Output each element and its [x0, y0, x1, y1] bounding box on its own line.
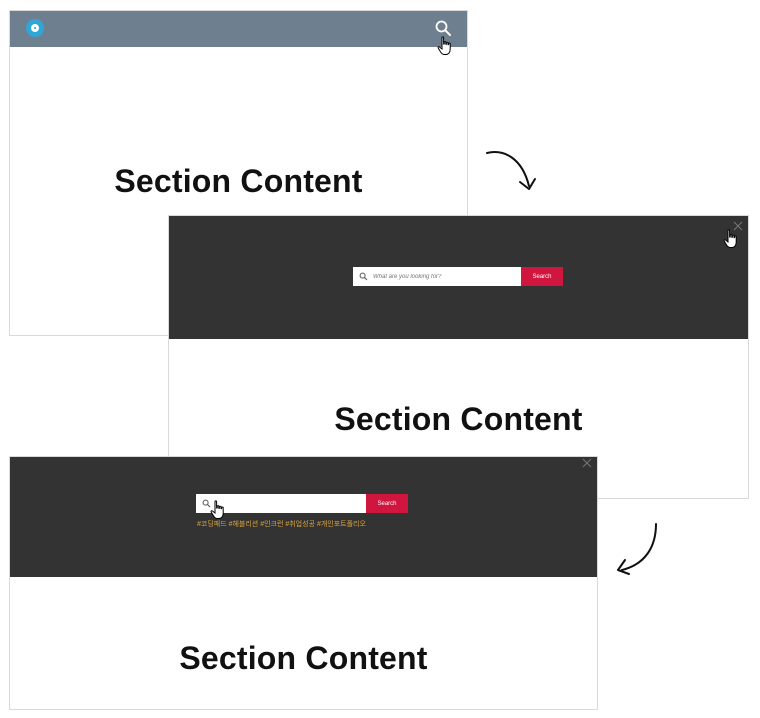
search-overlay: Search #코딩패드 #헤블리션 #인크런 #취업성공 #개인포트폴리오: [10, 457, 597, 577]
search-icon[interactable]: [434, 19, 452, 37]
search-input[interactable]: [373, 267, 519, 286]
search-button[interactable]: Search: [521, 267, 563, 286]
search-icon: [202, 499, 211, 508]
logo-icon[interactable]: [26, 19, 44, 37]
search-input[interactable]: [216, 494, 364, 513]
header-bar: [10, 11, 467, 47]
section-content-title: Section Content: [114, 163, 363, 199]
page-frame-search-open: Search Section Content: [168, 215, 749, 499]
search-overlay: Search: [169, 216, 748, 339]
curved-arrow-icon: [617, 523, 657, 575]
section-content-title: Section Content: [334, 401, 583, 437]
popular-tags[interactable]: #코딩패드 #헤블리션 #인크런 #취업성공 #개인포트폴리오: [197, 521, 366, 528]
close-icon[interactable]: [733, 221, 743, 231]
section-content-title: Section Content: [179, 640, 428, 676]
search-bar: Search: [353, 267, 563, 286]
search-box[interactable]: [353, 267, 521, 286]
hand-pointer-icon: [723, 229, 737, 248]
page-frame-search-typing: Search #코딩패드 #헤블리션 #인크런 #취업성공 #개인포트폴리오 S…: [9, 456, 598, 710]
close-icon[interactable]: [582, 458, 592, 468]
hand-pointer-icon: [210, 500, 224, 519]
search-box[interactable]: [196, 494, 366, 513]
search-icon: [359, 272, 368, 281]
hand-pointer-icon: [437, 36, 451, 55]
search-button[interactable]: Search: [366, 494, 408, 513]
search-bar: Search: [196, 494, 408, 513]
curved-arrow-icon: [486, 151, 536, 190]
